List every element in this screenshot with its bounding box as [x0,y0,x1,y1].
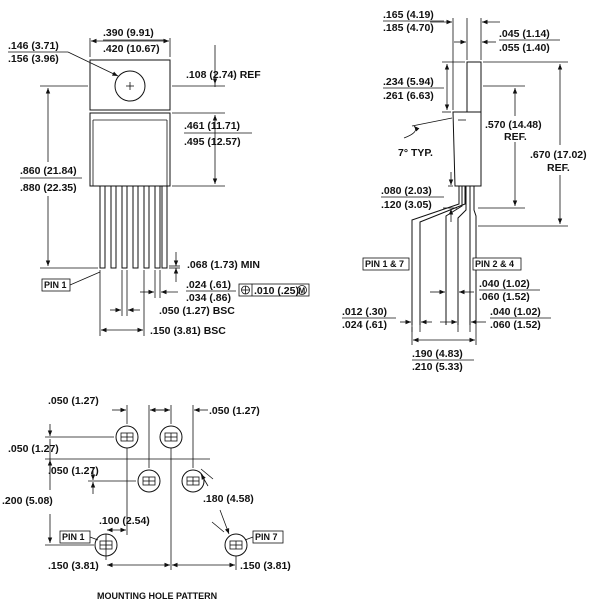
tolerance-value: .010 (.25) [254,285,299,297]
tab-top-max: .261 (6.63) [383,90,434,102]
pitch-bsc: .050 (1.27) BSC [159,305,235,317]
leads [99,185,168,269]
bottom-left-dim: .150 (3.81) [48,560,99,572]
bottom-right-dim: .150 (3.81) [240,560,291,572]
body-height-min: .461 (11.71) [184,120,240,132]
lead-width-min: .024 (.61) [186,279,231,291]
row-spacing-dim: .200 (5.08) [2,495,53,507]
tab-thk-min: .045 (1.14) [499,28,550,40]
tab-top-min: .234 (5.94) [383,76,434,88]
mounting-hole-pattern: .050 (1.27) .050 (1.27) .050 (1.27) .050… [2,395,291,601]
overall-to-lead-ref: REF. [547,162,570,174]
pin17-box [362,257,410,271]
pin1-label: PIN 1 [44,280,67,290]
left-upper-dim: .050 (1.27) [8,443,59,455]
package-tab [89,59,171,111]
mount-pin7-label: PIN 7 [255,532,278,542]
top-right-dim: .050 (1.27) [209,405,260,417]
mounting-title: MOUNTING HOLE PATTERN [97,591,217,601]
tolerance-frame [238,283,310,297]
lead-span-max: .210 (5.33) [412,361,463,373]
lead [132,185,139,269]
body-height-max: .495 (12.57) [184,136,241,148]
tolerance-modifier: M [299,287,306,296]
offset-a-min: .040 (1.02) [479,278,530,290]
pin17-label: PIN 1 & 7 [365,259,404,269]
tab-thk-max: .055 (1.40) [499,42,550,54]
lead [99,185,106,269]
pitch-x3-bsc: .150 (3.81) BSC [150,325,226,337]
lead [154,185,161,269]
offset-a-max: .060 (1.52) [479,291,530,303]
draft-angle: 7° TYP. [398,147,433,159]
side-view: .165 (4.19) .185 (4.70) .045 (1.14) .055… [342,9,593,373]
hole [137,469,161,493]
inner-dim: .100 (2.54) [99,515,150,527]
mount-pin1-label: PIN 1 [62,532,85,542]
tab-hole [114,70,146,102]
side-body [452,111,482,187]
tab-width-min: .420 (10.67) [103,43,160,55]
top-left-dim: .050 (1.27) [48,395,99,407]
hole [181,469,205,493]
hole [159,425,183,449]
hole-dia-min: .146 (3.71) [8,40,59,52]
lead-thk-max: .024 (.61) [342,319,387,331]
body-thk-min: .165 (4.19) [383,9,434,21]
body-to-bend-ref: REF. [504,131,527,143]
body-to-bend: .570 (14.48) [485,119,542,131]
lead [161,185,168,269]
lead [143,185,150,269]
lead [121,185,128,269]
side-tab [466,61,482,113]
body-thk-max: .185 (4.70) [383,22,434,34]
diagonal-dim: .180 (4.58) [203,493,254,505]
front-view: .390 (9.91) .420 (10.67) .146 (3.71) .15… [8,27,310,337]
package-body [89,112,171,187]
offset-b-max: .060 (1.52) [490,319,541,331]
pin24-label: PIN 2 & 4 [475,259,514,269]
left-mid-dim: .050 (1.27) [48,465,99,477]
hole-to-body-ref: .108 (2.74) REF [186,69,261,81]
overall-to-lead: .670 (17.02) [530,149,587,161]
tab-width-max: .390 (9.91) [103,27,154,39]
lead-width-max: .034 (.86) [186,292,231,304]
lead [110,185,117,269]
hole [115,425,139,449]
overall-height-max: .880 (22.35) [20,182,77,194]
pin24-box [472,257,522,271]
overall-height-min: .860 (21.84) [20,165,77,177]
lead-thk-min: .012 (.30) [342,306,387,318]
hole-dia-max: .156 (3.96) [8,53,59,65]
lead-bend-min: .080 (2.03) [381,185,432,197]
lead-length-min: .068 (1.73) MIN [187,259,260,271]
hole [224,533,248,557]
offset-b-min: .040 (1.02) [490,306,541,318]
lead-bend-max: .120 (3.05) [381,199,432,211]
lead-span-min: .190 (4.83) [412,348,463,360]
